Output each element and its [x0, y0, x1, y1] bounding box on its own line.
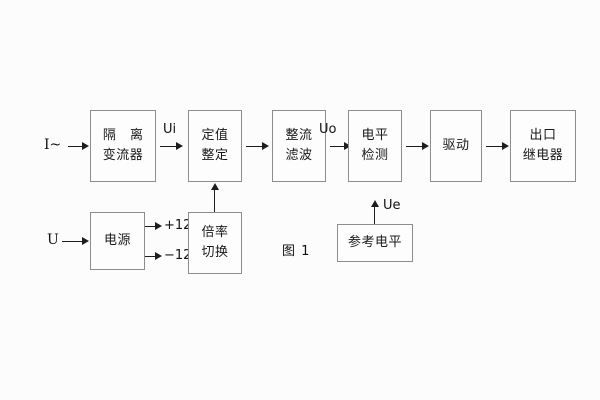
line-level-to-drive [406, 146, 426, 147]
block-reference-level[interactable]: 参考电平 [337, 224, 413, 262]
block-drive[interactable]: 驱动 [430, 110, 482, 182]
block-setting-value[interactable]: 定值 整定 [188, 110, 242, 182]
arrowhead-rail-negative [155, 252, 162, 260]
block-power-supply[interactable]: 电源 [90, 212, 145, 270]
line-ui [160, 146, 180, 147]
arrowhead-rail-positive [155, 222, 162, 230]
block-isolation-transformer-line1: 隔 离 [102, 127, 149, 143]
arrowhead-multiplier-to-setting [211, 183, 219, 190]
block-power-supply-line1: 电源 [103, 232, 131, 248]
block-reference-level-line1: 参考电平 [347, 234, 402, 250]
line-rail-negative [145, 256, 159, 257]
block-setting-value-line2: 整定 [201, 148, 229, 163]
line-current-input [68, 146, 84, 147]
arrowhead-level-to-drive [422, 142, 429, 150]
arrowhead-uo [344, 142, 351, 150]
block-drive-line1: 驱动 [442, 137, 470, 153]
block-multiplier-switch[interactable]: 倍率 切换 [188, 212, 242, 274]
arrowhead-voltage-input [82, 237, 89, 245]
current-input-label: I~ [44, 137, 62, 153]
signal-label-uo: Uo [319, 122, 337, 137]
line-rail-positive [145, 226, 159, 227]
line-voltage-input [62, 241, 84, 242]
block-rectify-filter-line2: 滤波 [285, 148, 313, 163]
arrowhead-drive-to-relay [502, 142, 509, 150]
line-reference-to-level [374, 205, 375, 225]
block-level-detect-line2: 检测 [361, 148, 389, 163]
block-level-detect-line1: 电平 [361, 127, 389, 143]
arrowhead-current-input [82, 142, 89, 150]
block-isolation-transformer[interactable]: 隔 离 变流器 [90, 110, 156, 182]
line-drive-to-relay [486, 146, 506, 147]
block-output-relay[interactable]: 出口 继电器 [510, 110, 576, 182]
voltage-input-label: U [47, 232, 59, 248]
arrowhead-reference-to-level [371, 200, 379, 207]
block-multiplier-switch-line2: 切换 [201, 245, 229, 260]
figure-caption: 图 1 [282, 244, 311, 259]
block-output-relay-line1: 出口 [529, 127, 557, 143]
arrowhead-setting-to-rectify [262, 142, 269, 150]
signal-label-ui: Ui [163, 122, 177, 137]
line-setting-to-rectify [246, 146, 266, 147]
block-setting-value-line1: 定值 [201, 127, 229, 143]
block-rectify-filter-line1: 整流 [285, 127, 313, 143]
block-multiplier-switch-line1: 倍率 [201, 224, 229, 240]
block-output-relay-line2: 继电器 [522, 148, 564, 163]
block-rectify-filter[interactable]: 整流 滤波 [272, 110, 326, 182]
line-multiplier-to-setting [214, 188, 215, 212]
line-uo [330, 146, 348, 147]
block-isolation-transformer-line2: 变流器 [102, 148, 144, 163]
arrowhead-ui [176, 142, 183, 150]
block-level-detect[interactable]: 电平 检测 [348, 110, 402, 182]
signal-label-ue: Ue [383, 198, 401, 213]
